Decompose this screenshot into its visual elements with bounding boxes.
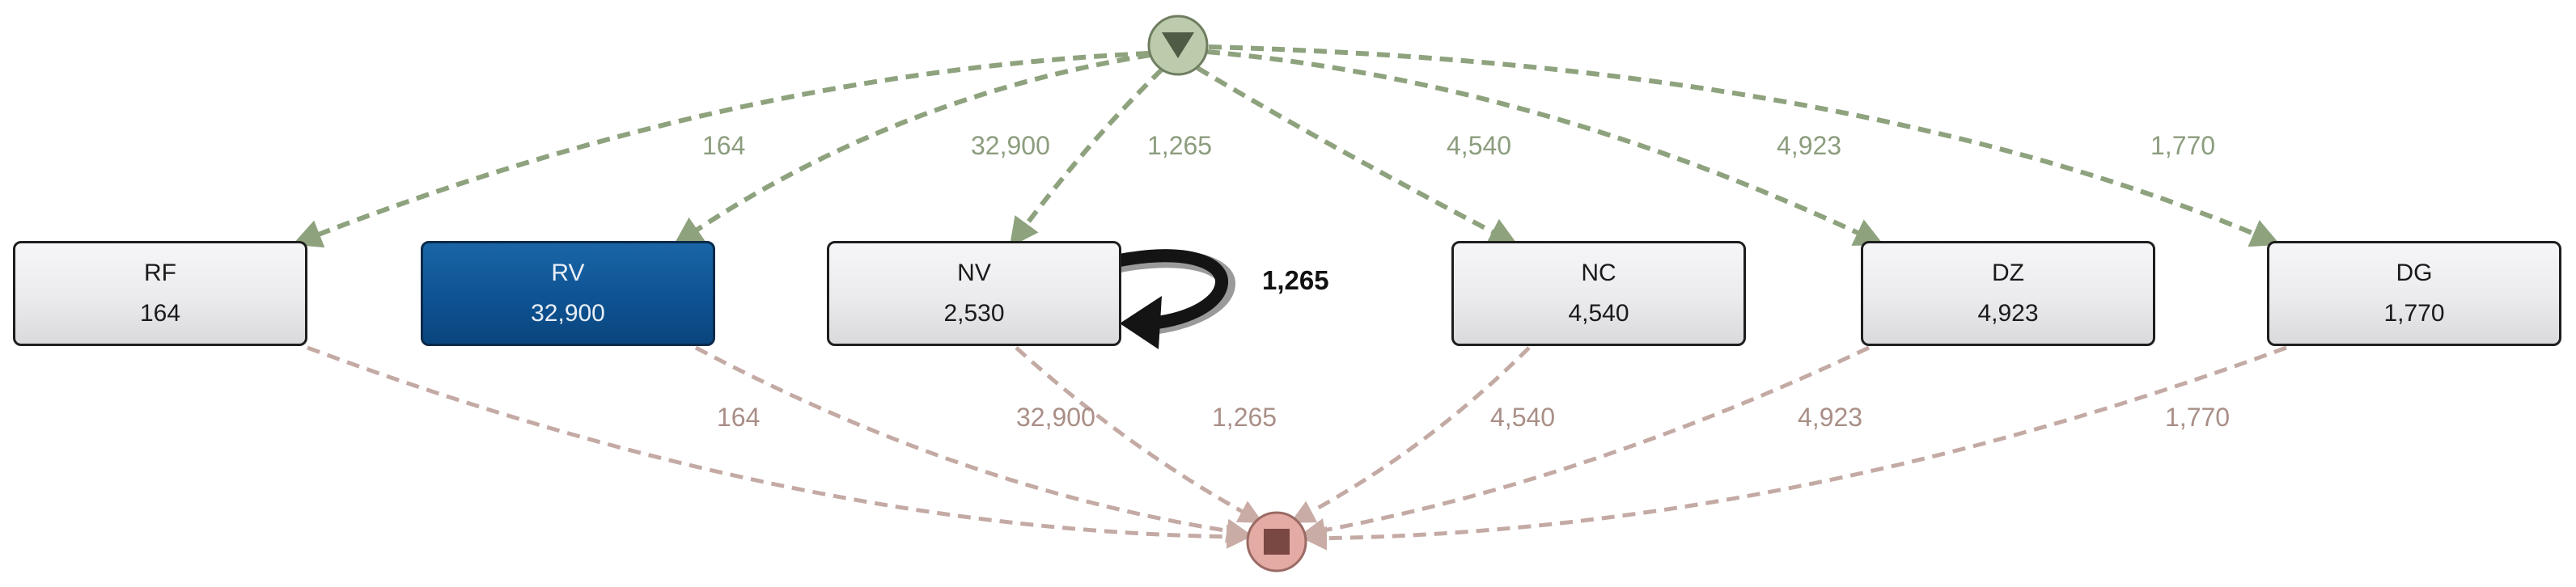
edge-label-start-dg: 1,770 <box>2150 131 2216 160</box>
node-count: 4,540 <box>1568 300 1629 327</box>
edge-start-rv[interactable] <box>673 53 1151 247</box>
node-name: NV <box>957 260 991 286</box>
activity-node-nv[interactable]: NV 2,530 <box>827 241 1121 346</box>
node-count: 32,900 <box>531 300 605 327</box>
edge-start-nc[interactable] <box>1196 65 1519 246</box>
self-loop-label: 1,265 <box>1262 265 1329 295</box>
node-count: 4,923 <box>1977 300 2039 327</box>
edge-start-dg[interactable] <box>1208 44 2281 247</box>
edge-end-rv[interactable] <box>694 345 1251 543</box>
edge-label-end-rv: 32,900 <box>1016 403 1095 432</box>
activity-node-nc[interactable]: NC 4,540 <box>1451 241 1746 346</box>
node-name: RV <box>551 260 585 286</box>
start-node[interactable] <box>1147 15 1209 76</box>
edge-label-start-rv: 32,900 <box>971 131 1050 160</box>
edge-label-start-nc: 4,540 <box>1447 131 1512 160</box>
node-name: DZ <box>1992 260 2024 286</box>
node-count: 1,770 <box>2383 300 2445 327</box>
edge-end-dz[interactable] <box>1301 345 1871 543</box>
end-node[interactable] <box>1246 511 1307 572</box>
edge-end-dg[interactable] <box>1303 345 2287 551</box>
square-stop-icon <box>1264 529 1290 555</box>
edge-label-end-rf: 164 <box>717 403 761 432</box>
activity-node-dz[interactable]: DZ 4,923 <box>1861 241 2155 346</box>
edge-start-nv[interactable] <box>1009 67 1164 247</box>
edge-end-rf[interactable] <box>307 345 1251 549</box>
node-name: RF <box>144 260 176 286</box>
node-count: 164 <box>139 300 181 327</box>
edge-label-start-rf: 164 <box>702 131 746 160</box>
edge-label-end-dg: 1,770 <box>2165 403 2231 432</box>
edge-start-rf[interactable] <box>292 51 1150 248</box>
end-edges <box>307 345 2287 551</box>
start-edges <box>292 44 2281 248</box>
activity-node-dg[interactable]: DG 1,770 <box>2267 241 2561 346</box>
self-loop-arrow <box>1111 249 1235 349</box>
triangle-down-icon <box>1162 32 1194 58</box>
edge-label-start-dz: 4,923 <box>1777 131 1842 160</box>
node-name: DG <box>2396 260 2433 286</box>
activity-node-rv[interactable]: RV 32,900 <box>421 241 715 346</box>
edge-label-end-nv: 1,265 <box>1212 403 1277 432</box>
edge-label-end-nc: 4,540 <box>1490 403 1556 432</box>
edge-start-dz[interactable] <box>1206 49 1884 246</box>
edge-label-start-nv: 1,265 <box>1147 131 1213 160</box>
edge-label-end-dz: 4,923 <box>1798 403 1863 432</box>
edge-end-nv[interactable] <box>1015 346 1264 523</box>
activity-node-rf[interactable]: RF 164 <box>13 241 307 346</box>
node-count: 2,530 <box>943 300 1005 327</box>
node-name: NC <box>1581 260 1616 286</box>
edge-end-nc[interactable] <box>1290 346 1531 523</box>
